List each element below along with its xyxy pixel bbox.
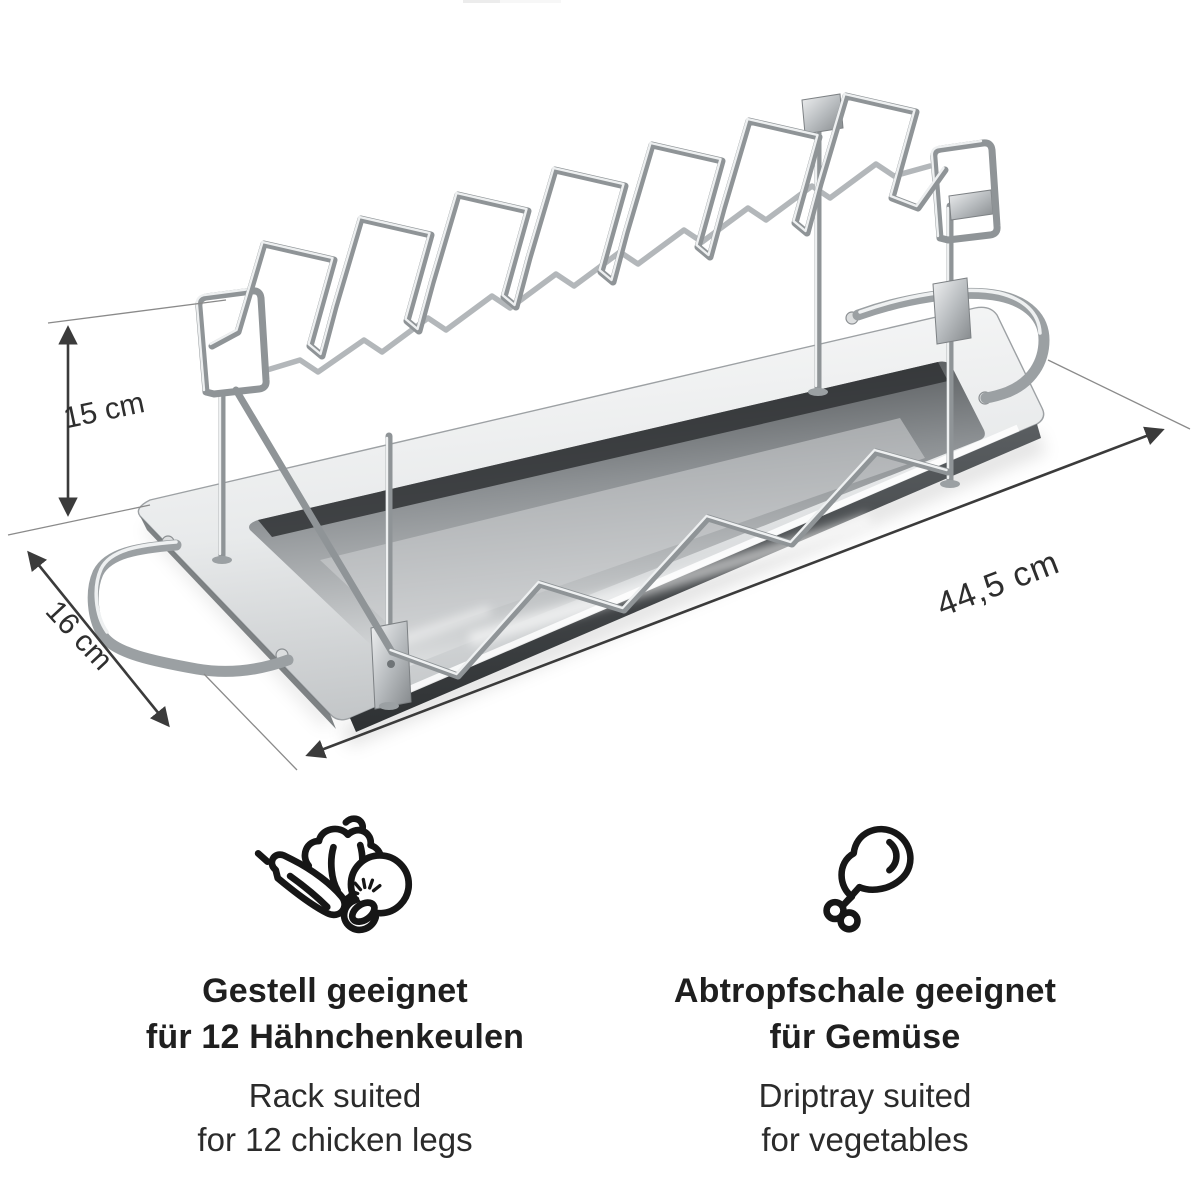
extension-line [47, 299, 227, 324]
rack-end-frame-left [195, 287, 270, 398]
rack-leg [801, 93, 844, 396]
feature-title-de-line: Gestell geeignet [202, 972, 468, 1010]
dimension-line [305, 426, 1165, 759]
feature-title-de-line: für 12 Hähnchenkeulen [145, 1018, 525, 1056]
feature-title-de-line: für Gemüse [769, 1018, 961, 1056]
vegetables-icon [254, 815, 412, 934]
feature-subtitle-en-line: for vegetables [761, 1121, 969, 1158]
dimension-label-height: 15 cm [61, 386, 148, 435]
feature-block-rack: Gestell geeignet für 12 Hähnchenkeulen R… [120, 812, 550, 1162]
tray-left-wall [140, 516, 336, 729]
rack-leg [212, 390, 232, 564]
extension-line [7, 504, 151, 536]
feature-title-de-line: Abtropfschale geeignet [673, 972, 1057, 1010]
dimension-label-length: 44,5 cm [932, 543, 1065, 624]
feature-subtitle-en-line: for 12 chicken legs [197, 1121, 473, 1158]
feature-block-driptray: Abtropfschale geeignet für Gemüse Driptr… [630, 812, 1100, 1162]
drip-tray [87, 287, 1050, 749]
feature-subtitle-en-line: Rack suited [248, 1077, 422, 1114]
extension-line [203, 673, 298, 771]
chicken-leg-icon [823, 825, 914, 933]
dimension-line [27, 550, 170, 728]
top-edge-artifact [500, 0, 561, 3]
rack-top-loops [208, 92, 949, 360]
extension-line [1047, 359, 1191, 430]
rack-end-frame-right [930, 139, 1001, 244]
top-edge-artifact [463, 0, 500, 3]
feature-subtitle-en-line: Driptray suited [758, 1077, 972, 1114]
